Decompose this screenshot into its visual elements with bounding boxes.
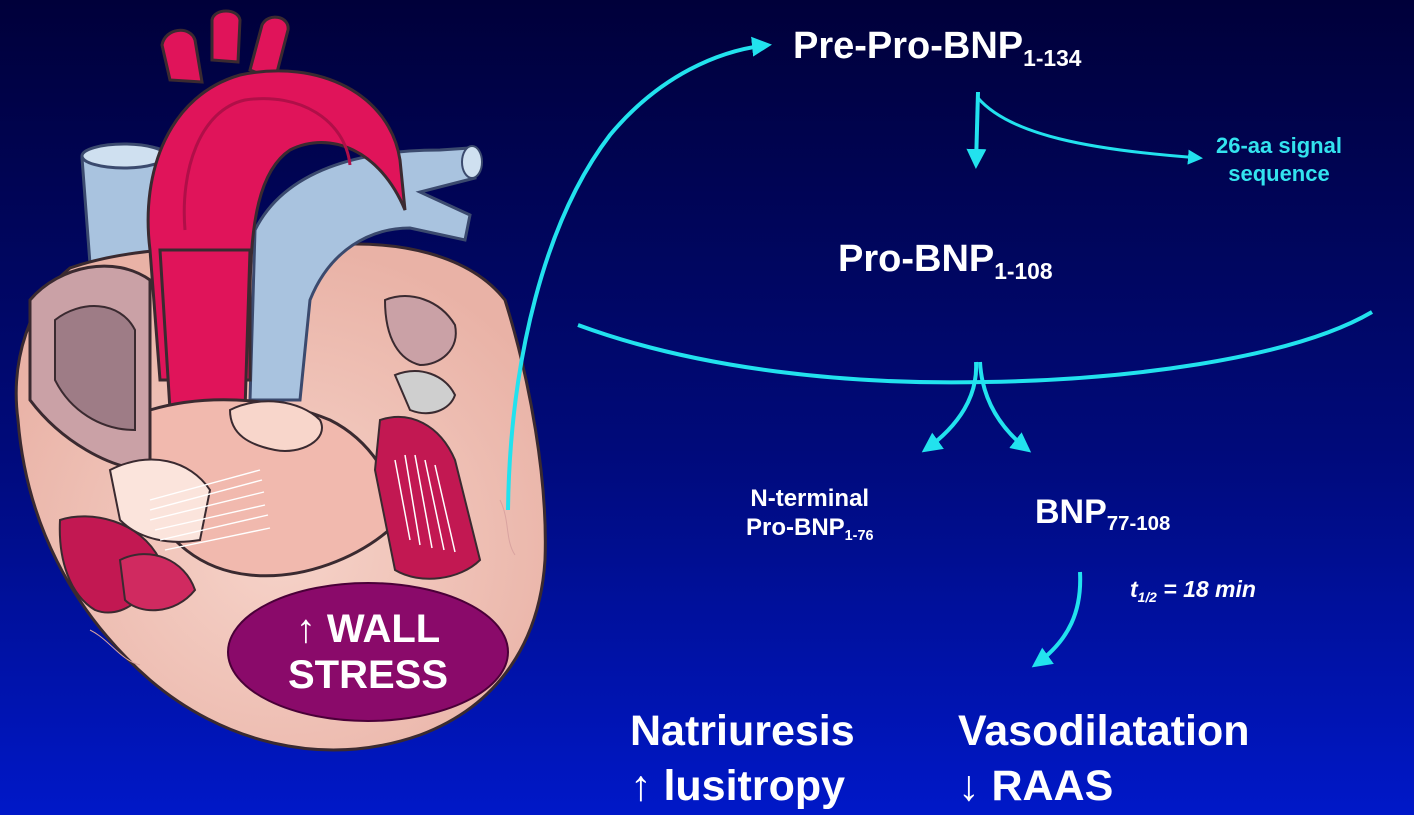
wall-stress-label: ↑ WALL STRESS (228, 583, 508, 721)
curved-arrow (978, 98, 1200, 158)
curved-arrow (508, 45, 768, 510)
pre-pro-bnp-label: Pre-Pro-BNP1-134 (793, 27, 1081, 65)
curved-arrow (976, 92, 978, 165)
effect-lusitropy: ↑ lusitropy (630, 765, 845, 808)
signal-sequence-label: 26-aa signal sequence (1216, 132, 1342, 187)
curved-arrow (980, 362, 1028, 450)
bnp-label: BNP77-108 (1035, 495, 1170, 529)
curved-arrow (1035, 572, 1080, 665)
effect-vasodilatation: Vasodilatation (958, 710, 1250, 753)
effect-natriuresis: Natriuresis (630, 710, 855, 753)
curved-arrow (925, 362, 976, 450)
effect-raas: ↓ RAAS (958, 765, 1113, 808)
wall-stress-line2: STRESS (288, 652, 448, 698)
pro-bnp-label: Pro-BNP1-108 (838, 240, 1053, 278)
n-terminal-pro-bnp-label: N-terminal Pro-BNP1-76 (746, 485, 873, 543)
half-life-label: t1/2 = 18 min (1130, 578, 1256, 601)
wall-stress-line1: ↑ WALL (296, 606, 440, 652)
